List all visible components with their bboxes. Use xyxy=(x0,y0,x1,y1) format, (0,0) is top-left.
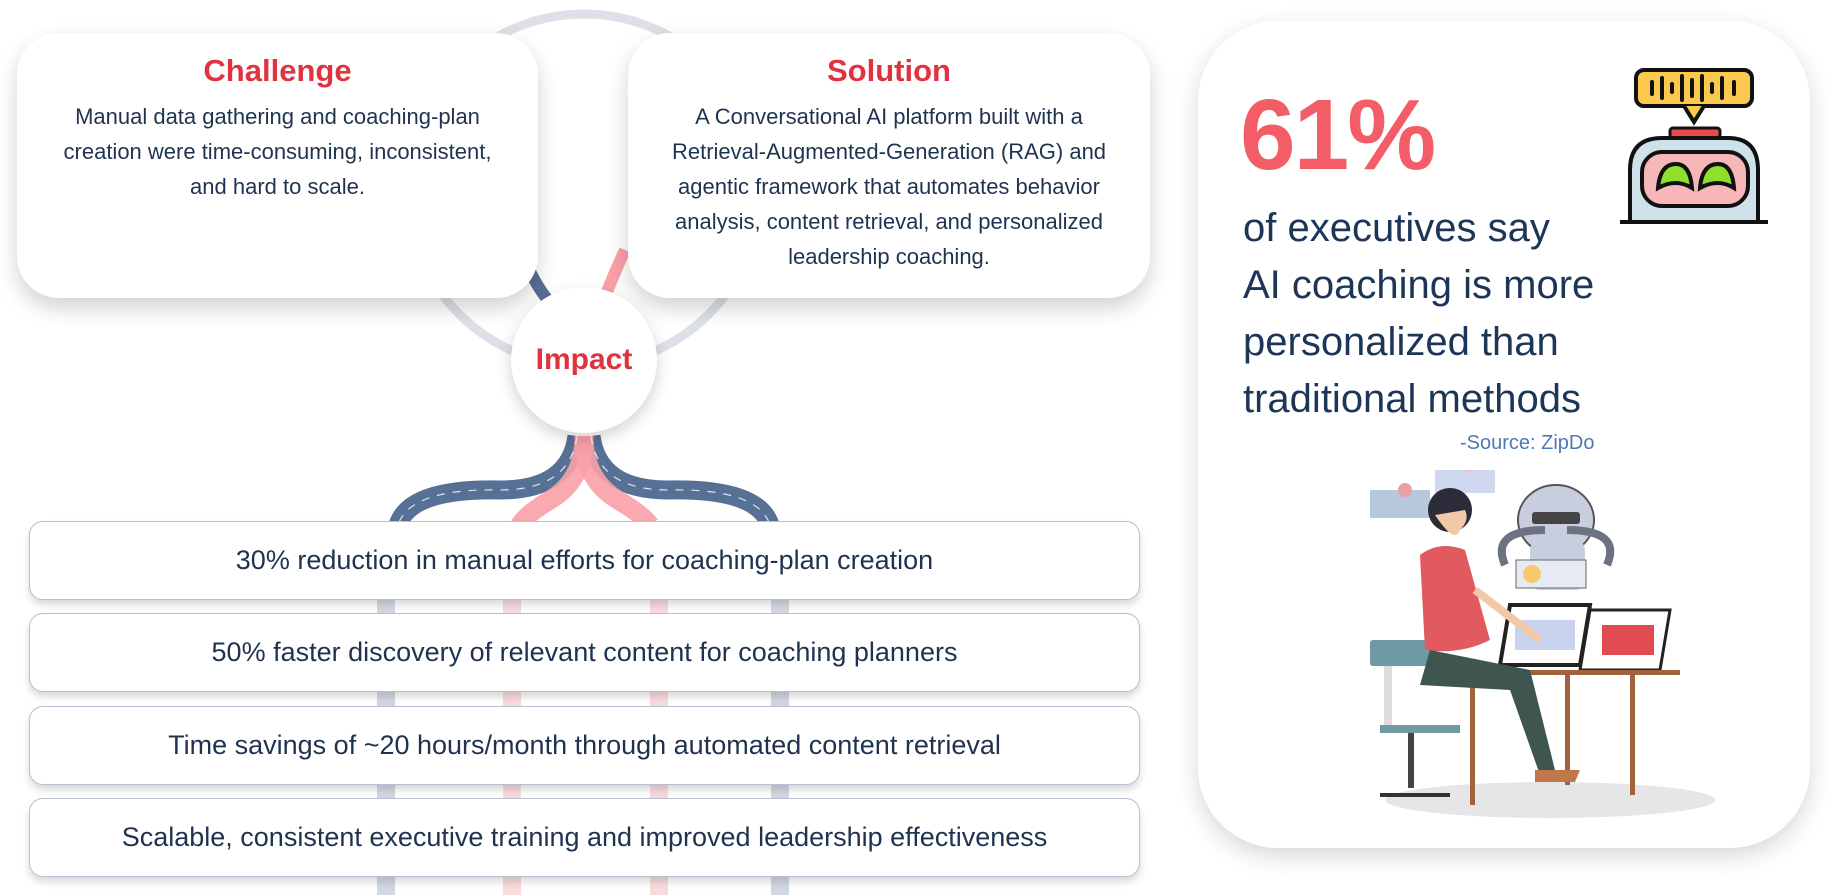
stat-line: AI coaching is more xyxy=(1243,263,1595,307)
road-blue-right xyxy=(581,434,780,529)
impact-title: Impact xyxy=(535,343,633,376)
stat-source: -Source: ZipDo xyxy=(1460,432,1595,454)
stat-claim: of executives say AI coaching is more pe… xyxy=(1243,200,1594,428)
challenge-body: Manual data gathering and coaching-plan … xyxy=(63,104,492,199)
solution-title: Solution xyxy=(827,53,951,88)
stat-line: traditional methods xyxy=(1243,377,1581,421)
impact-item: Time savings of ~20 hours/month through … xyxy=(29,706,1140,785)
challenge-card: Challenge Manual data gathering and coac… xyxy=(17,33,538,298)
impact-item: 30% reduction in manual efforts for coac… xyxy=(29,521,1140,600)
road-pink-right xyxy=(574,435,658,531)
robot-voice-icon xyxy=(1620,68,1768,224)
solution-card: Solution A Conversational AI platform bu… xyxy=(628,33,1150,298)
impact-circle: Impact xyxy=(511,287,657,433)
stat-line: of executives say xyxy=(1243,206,1550,250)
stat-line: personalized than xyxy=(1243,320,1559,364)
road-blue-left xyxy=(388,434,587,529)
challenge-title: Challenge xyxy=(203,53,352,88)
solution-body: A Conversational AI platform built with … xyxy=(671,104,1107,269)
person-with-robot-illustration xyxy=(1370,470,1715,818)
impact-item: 50% faster discovery of relevant content… xyxy=(29,613,1140,692)
impact-item: Scalable, consistent executive training … xyxy=(29,798,1140,877)
stat-value: 61% xyxy=(1240,79,1436,191)
